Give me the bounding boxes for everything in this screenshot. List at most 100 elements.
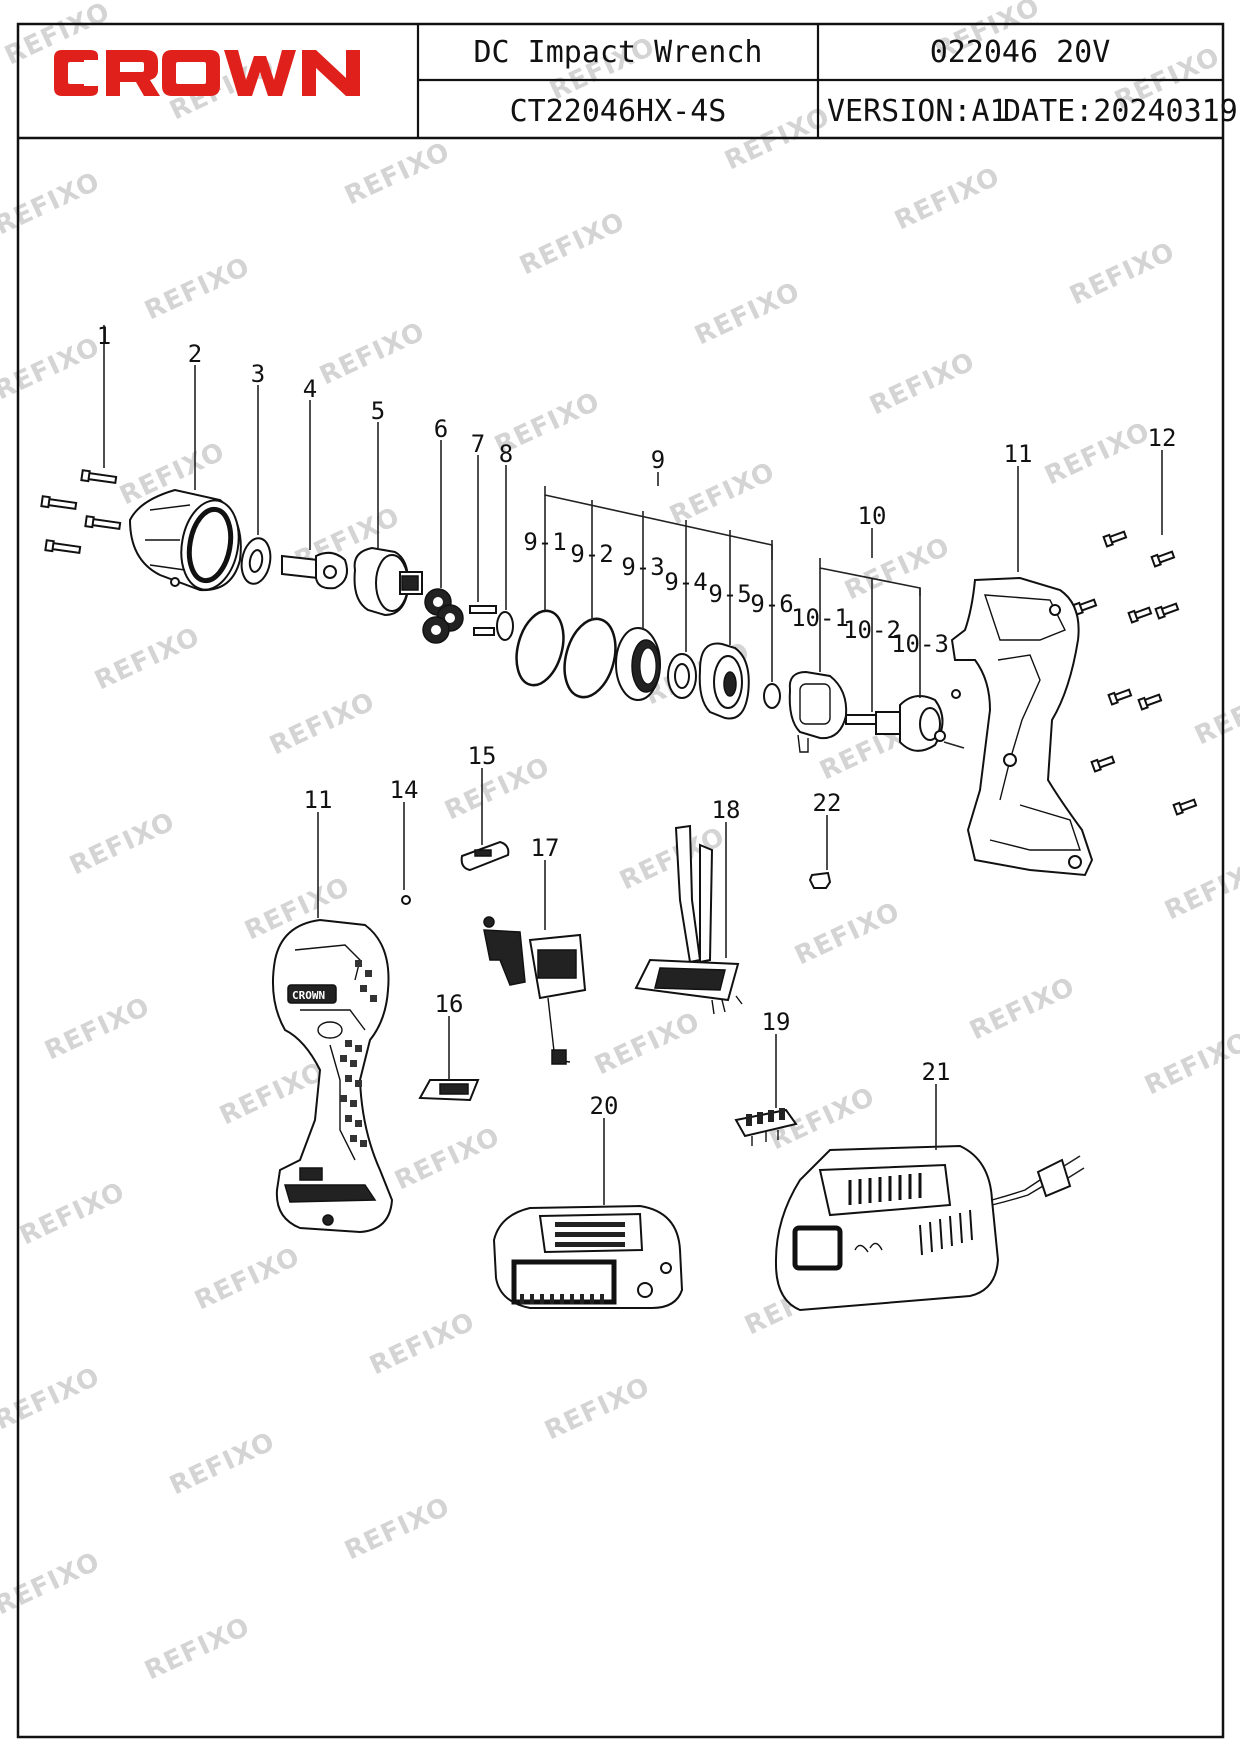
- watermark: REFIXO: [865, 347, 980, 422]
- part-10-2-shaft: [845, 714, 877, 725]
- part-21-charger: [774, 1144, 1085, 1312]
- label-part-16: 16: [435, 990, 464, 1018]
- label-part-10-1: 10-1: [791, 604, 849, 632]
- watermark: REFIXO: [790, 897, 905, 972]
- watermark: REFIXO: [190, 1242, 305, 1317]
- watermark: REFIXO: [15, 1177, 130, 1252]
- part-1-screws: [40, 469, 122, 554]
- part-12-screws: [1072, 530, 1198, 816]
- watermark: REFIXO: [1190, 677, 1240, 752]
- watermark: REFIXO: [215, 1057, 330, 1132]
- date-label: DATE:20240319: [1003, 94, 1238, 129]
- label-part-5: 5: [371, 397, 385, 425]
- part-9-2-ring: [563, 617, 617, 699]
- watermark: REFIXO: [90, 622, 205, 697]
- part-10-1-motor-bracket: [788, 670, 848, 753]
- watermark: REFIXO: [0, 1362, 105, 1437]
- leader-lines: [103, 325, 1163, 1205]
- part-9-6-o-ring: [763, 683, 781, 709]
- part-3-washer: [240, 537, 272, 585]
- watermark: REFIXO: [1040, 417, 1155, 492]
- watermark: REFIXO: [315, 317, 430, 392]
- part-10-3-rotor: [875, 689, 965, 752]
- svg-text:CROWN: CROWN: [292, 989, 325, 1002]
- part-11-housing-left: CROWN: [272, 918, 394, 1234]
- label-part-8: 8: [499, 440, 513, 468]
- label-part-9: 9: [651, 446, 665, 474]
- label-part-10-2: 10-2: [843, 616, 901, 644]
- part-11-housing-right: [950, 576, 1094, 877]
- label-part-9-2: 9-2: [570, 540, 613, 568]
- parts-drawings: CROWN: [40, 469, 1198, 1312]
- label-part-22: 22: [813, 789, 842, 817]
- part-9-5-gear-case: [698, 642, 750, 720]
- label-part-21: 21: [922, 1058, 951, 1086]
- watermark: REFIXO: [365, 1307, 480, 1382]
- watermark: REFIXO: [65, 807, 180, 882]
- part-2-front-housing: [128, 488, 242, 592]
- watermark: REFIXO: [140, 1612, 255, 1687]
- part-8-o-ring: [496, 611, 514, 641]
- label-part-11-left: 11: [304, 786, 333, 814]
- label-part-10: 10: [858, 502, 887, 530]
- label-part-9-4: 9-4: [664, 568, 707, 596]
- label-part-9-3: 9-3: [621, 553, 664, 581]
- label-part-10-3: 10-3: [891, 630, 949, 658]
- watermark: REFIXO: [0, 167, 105, 242]
- part-16-switch-cover: [418, 1079, 480, 1102]
- version-label: VERSION:A1: [827, 94, 1008, 129]
- label-part-3: 3: [251, 360, 265, 388]
- label-part-9-5: 9-5: [708, 580, 751, 608]
- model-number: CT22046HX-4S: [510, 94, 727, 129]
- label-part-15: 15: [468, 742, 497, 770]
- label-part-7: 7: [471, 430, 485, 458]
- watermark: REFIXO: [1065, 237, 1180, 312]
- watermark: REFIXO: [590, 1007, 705, 1082]
- title-block: DC Impact Wrench 022046 20V CT22046HX-4S…: [16, 22, 1238, 1739]
- watermark: REFIXO: [840, 532, 955, 607]
- part-17-switch: [483, 916, 587, 1065]
- watermark: REFIXO: [265, 687, 380, 762]
- part-15-lever: [460, 840, 510, 872]
- watermark: REFIXO: [440, 752, 555, 827]
- crown-logo: [54, 50, 360, 96]
- label-part-17: 17: [531, 834, 560, 862]
- watermark: REFIXO: [665, 457, 780, 532]
- watermark: REFIXO: [340, 137, 455, 212]
- product-code: 022046 20V: [930, 35, 1111, 70]
- label-part-2: 2: [188, 340, 202, 368]
- part-5-hammer: [353, 546, 423, 617]
- label-part-1: 1: [97, 322, 111, 350]
- watermark: REFIXO: [1140, 1027, 1240, 1102]
- drawing-border: [16, 22, 1225, 1739]
- watermark: REFIXO: [340, 1492, 455, 1567]
- part-20-battery-pack: [492, 1204, 684, 1309]
- part-14-steel-ball: [401, 895, 411, 905]
- label-part-9-1: 9-1: [523, 528, 566, 556]
- watermark: REFIXO: [540, 1372, 655, 1447]
- watermark: REFIXO: [0, 1547, 105, 1622]
- label-part-12: 12: [1148, 424, 1177, 452]
- label-part-14: 14: [390, 776, 419, 804]
- watermark: REFIXO: [40, 992, 155, 1067]
- part-22-clip: [808, 871, 832, 889]
- part-9-3-ring-gear: [615, 627, 661, 701]
- part-9-4-bearing: [667, 653, 697, 699]
- part-19-terminal: [734, 1108, 798, 1146]
- watermark: REFIXO: [690, 277, 805, 352]
- part-9-1-ring: [515, 609, 565, 687]
- label-part-11-right: 11: [1004, 440, 1033, 468]
- label-part-18: 18: [712, 796, 741, 824]
- watermark: REFIXO: [165, 1427, 280, 1502]
- watermark: REFIXO: [0, 332, 105, 407]
- part-18-control-board: [634, 824, 743, 1015]
- watermark: REFIXO: [890, 162, 1005, 237]
- watermark: REFIXO: [1160, 852, 1240, 927]
- label-part-20: 20: [590, 1092, 619, 1120]
- product-name: DC Impact Wrench: [474, 35, 763, 70]
- label-part-9-6: 9-6: [750, 590, 793, 618]
- part-6-gears: [422, 588, 464, 644]
- label-part-4: 4: [303, 375, 317, 403]
- part-4-anvil: [281, 551, 348, 590]
